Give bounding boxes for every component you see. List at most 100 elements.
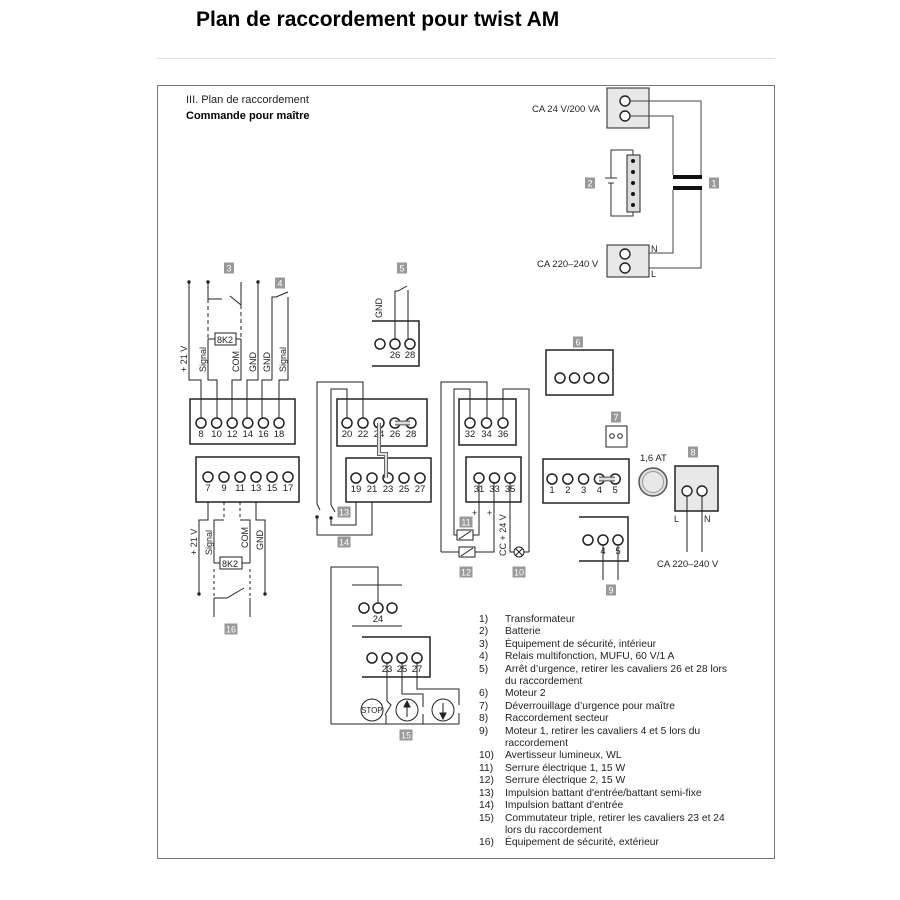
wire-label: Signal xyxy=(198,347,208,372)
terminal xyxy=(696,485,708,497)
terminal xyxy=(554,372,566,384)
legend-item: 2)Batterie xyxy=(479,626,740,638)
callout-tag-12 xyxy=(459,566,473,578)
legend-text: Relais multifonction, MUFU, 60 V/1 A xyxy=(505,651,675,663)
terminal xyxy=(396,652,408,664)
terminal xyxy=(273,417,285,429)
wire xyxy=(502,388,530,552)
down-arrow-icon xyxy=(439,703,447,721)
legend-item: 14)Impulsion battant d'entrée xyxy=(479,800,740,812)
legend-number: 2) xyxy=(479,626,489,638)
terminal-number: 27 xyxy=(415,484,426,495)
callout-tag-2 xyxy=(585,177,595,189)
legend-text: Équipement de sécurité, intérieur xyxy=(505,638,657,650)
legend-text: Serrure électrique 1, 15 W xyxy=(505,762,626,774)
wire xyxy=(330,388,348,505)
wire xyxy=(440,381,488,552)
section-heading: III. Plan de raccordement xyxy=(186,94,309,106)
legend-text: Raccordement secteur xyxy=(505,713,609,725)
terminal-number: 10 xyxy=(211,429,222,440)
gnd-label: GND xyxy=(374,298,384,319)
callout-tag-label: 9 xyxy=(608,586,613,596)
terminal-dot xyxy=(315,515,319,519)
callout-tag-label: 5 xyxy=(399,264,404,274)
terminal xyxy=(366,652,378,664)
wire-label: Signal xyxy=(278,347,288,372)
terminal-block-8-18 xyxy=(189,398,296,445)
terminal-number: 18 xyxy=(274,429,285,440)
callout-tag-label: 16 xyxy=(226,625,236,635)
mains-terminal-block xyxy=(674,465,719,512)
callout-tag-4 xyxy=(275,277,285,289)
callout-tag-label: 8 xyxy=(690,448,695,458)
lock-1-coil xyxy=(458,530,472,540)
callout-tag-label: 2 xyxy=(587,179,592,189)
terminal-number: 16 xyxy=(258,429,269,440)
jumper-24-23 xyxy=(378,423,387,478)
warning-lamp-icon xyxy=(513,546,525,558)
terminal-number: 26 xyxy=(390,350,401,361)
terminal-number: 4 xyxy=(597,485,602,496)
terminal xyxy=(619,95,631,107)
legend-item: 4)Relais multifonction, MUFU, 60 V/1 A xyxy=(479,651,740,663)
terminal xyxy=(398,472,410,484)
terminal xyxy=(195,417,207,429)
terminal-number: 20 xyxy=(342,429,353,440)
fuse-rating: 1,6 AT xyxy=(640,453,667,464)
callout-tag-1 xyxy=(709,177,719,189)
wire-label: GND xyxy=(255,530,265,551)
wire xyxy=(198,502,266,594)
terminal xyxy=(546,473,558,485)
callout-tag-9 xyxy=(606,584,616,596)
callout-tag-7 xyxy=(611,411,621,423)
secondary-voltage-label: CA 24 V/200 VA xyxy=(532,104,601,115)
callout-tag-11 xyxy=(459,516,473,528)
terminal xyxy=(597,534,609,546)
legend-number: 15) xyxy=(479,812,494,824)
terminal xyxy=(366,472,378,484)
legend-item: 10)Avertisseur lumineux, WL xyxy=(479,750,740,762)
callout-tag-15 xyxy=(399,729,413,741)
wire xyxy=(602,545,619,580)
legend-text: Équipement de sécurité, extérieur xyxy=(505,837,659,849)
terminal-number: 15 xyxy=(267,483,278,494)
legend-text: Moteur 1, retirer les cavaliers 4 et 5 l… xyxy=(505,725,701,750)
wire xyxy=(246,282,259,418)
live-label: L xyxy=(651,269,656,279)
callout-tag-label: 14 xyxy=(339,538,349,548)
legend-item: 6)Moteur 2 xyxy=(479,688,740,700)
terminal-block-19-27 xyxy=(345,457,432,503)
legend-item: 15) Commutateur triple, retirer les caval… xyxy=(479,813,740,838)
legend-text: Transformateur xyxy=(505,614,576,625)
wire xyxy=(207,339,242,418)
terminal-block-20-28 xyxy=(336,398,428,447)
terminal xyxy=(218,471,230,483)
battery-wire xyxy=(605,149,634,217)
terminal-number: 22 xyxy=(358,429,369,440)
terminal-dot xyxy=(187,280,191,284)
terminal xyxy=(504,472,516,484)
callout-tag-10 xyxy=(512,566,526,578)
terminal xyxy=(577,473,590,485)
wire xyxy=(630,100,702,175)
fuse-inner xyxy=(642,471,664,493)
legend-number: 16) xyxy=(479,837,494,849)
wire xyxy=(213,587,251,617)
callout-tag-label: 11 xyxy=(461,518,470,528)
callout-tag-label: 3 xyxy=(226,264,231,274)
terminal xyxy=(350,472,362,484)
transformer-core-top xyxy=(673,175,702,179)
legend-text: Impulsion battant d'entrée/battant semi-… xyxy=(505,787,702,799)
motor-2-terminal-block xyxy=(545,349,614,396)
legend-item: 1)Transformateur xyxy=(479,614,740,626)
legend-item: 13)Impulsion battant d'entrée/battant se… xyxy=(479,788,740,800)
wire-label: COM xyxy=(231,351,241,372)
terminal-number: 21 xyxy=(367,484,378,495)
callout-tag-label: 13 xyxy=(339,508,349,518)
terminal-number: 13 xyxy=(251,483,262,494)
legend-text: Commutateur triple, retirer les cavalier… xyxy=(505,812,725,836)
